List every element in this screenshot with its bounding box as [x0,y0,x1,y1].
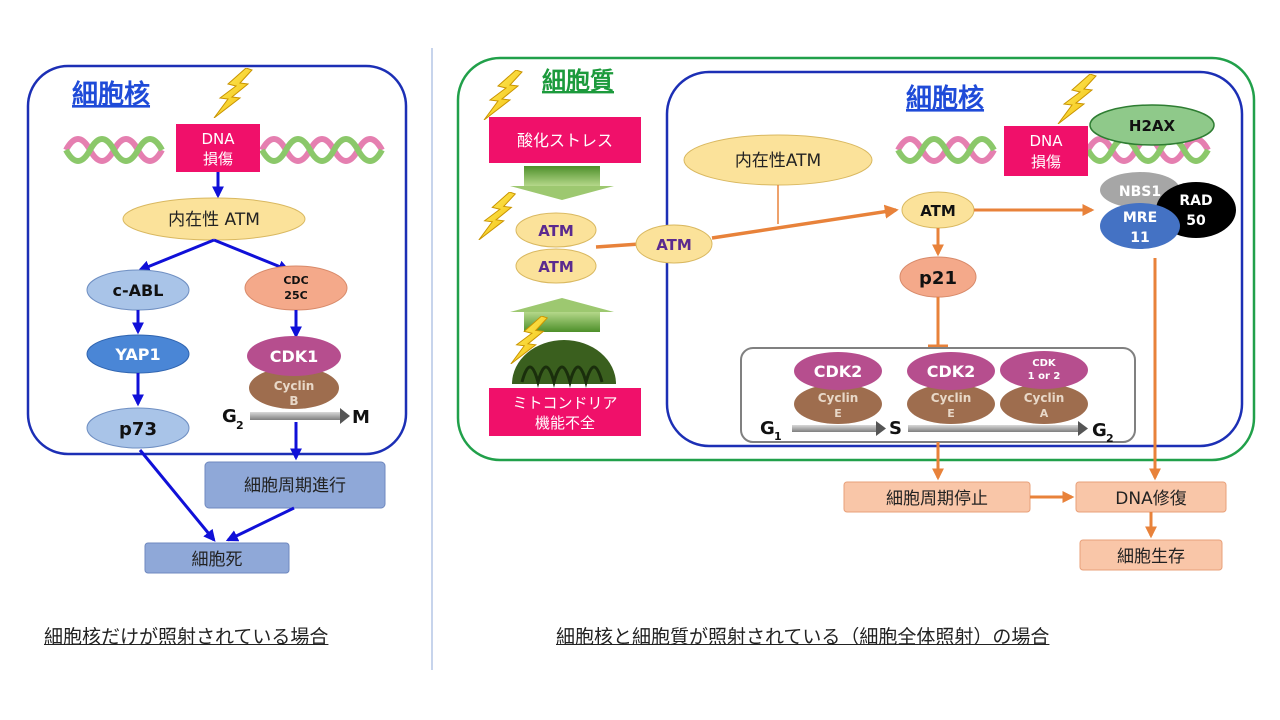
cdk-1or2-label-2: 1 or 2 [1028,371,1061,382]
dna-repair-label: DNA修復 [1115,489,1186,509]
m-label-left: M [352,407,370,428]
dna-damage-box-right [1004,126,1088,176]
cdk1-node [247,336,341,376]
cyclin-a-label-2: A [1040,407,1049,420]
cyclin-b-label-1: Cyclin [274,379,315,393]
mito-dysfunction-label-1: ミトコンドリア [512,394,617,412]
right-caption: 細胞核と細胞質が照射されている（細胞全体照射）の場合 [556,626,1050,648]
p73-node [86,407,190,449]
mre11-label-1: MRE [1123,210,1157,226]
dna-damage-label-1: DNA [201,130,235,148]
g2-sub-right: 2 [1106,432,1114,445]
cyclin-b-label-2: B [289,394,298,408]
g2-sub-left: 2 [236,419,244,432]
cdk2-b-node [907,352,995,390]
g2-label-left: G [222,406,237,427]
atm-bottom-node [515,248,597,284]
dna-damage-box [176,124,260,172]
atm-mid-label: ATM [656,236,692,254]
cell-cycle-progress-label: 細胞周期進行 [244,476,346,496]
p73-label: p73 [119,419,157,440]
mitochondria-icon [512,340,616,388]
cell-survival-label: 細胞生存 [1117,547,1185,567]
mre11-label-2: 11 [1130,230,1149,246]
dna-damage-label-2: 損傷 [203,150,233,168]
cyclin-e-b-label-2: E [947,407,955,420]
cdk2-a-node [794,352,882,390]
g1-label: G [760,418,775,439]
g2-label-right: G [1092,420,1107,441]
s-label: S [889,418,902,439]
oxidative-stress-label: 酸化ストレス [517,131,613,150]
dna-damage-right-label-2: 損傷 [1031,153,1061,171]
yap1-label: YAP1 [114,345,160,364]
endogenous-atm-label-right: 内在性ATM [735,151,821,171]
cytoplasm-title: 細胞質 [542,67,614,95]
cell-survival-box [1079,539,1223,571]
cell-cycle-arrest-label: 細胞周期停止 [886,489,988,509]
atm-mid-node [635,224,713,264]
atm-top-label: ATM [538,222,574,240]
cyclin-e-b-node [907,384,995,424]
h2ax-label: H2AX [1129,117,1176,135]
s-g2-bar [908,425,1078,432]
rad50-label-1: RAD [1179,193,1212,209]
atm-top-node [515,212,597,248]
p21-label: p21 [919,268,957,289]
nucleus-title-right: 細胞核 [906,83,984,114]
dna-helix-icon [63,136,385,164]
cyclin-e-a-label-1: Cyclin [818,391,859,405]
cell-death-label: 細胞死 [192,550,243,570]
cyclin-a-node [1000,384,1088,424]
cdk-1or2-label-1: CDK [1032,358,1057,369]
cdk1-label: CDK1 [270,347,319,366]
cdk-1or2-node [1000,351,1088,389]
cdc25c-label-1: CDC [283,274,308,287]
dna-damage-right-label-1: DNA [1029,132,1063,150]
atm-bottom-label: ATM [538,258,574,276]
mito-dysfunction-box [489,388,641,436]
rad50-label-2: 50 [1186,213,1206,229]
cyclin-e-a-node [794,384,882,424]
cdk2-a-label: CDK2 [814,362,863,381]
mito-dysfunction-label-2: 機能不全 [535,414,595,432]
cell-death-box [144,542,290,574]
cdc25c-label-2: 25C [284,289,307,302]
cyclin-e-b-label-1: Cyclin [931,391,972,405]
h2ax-node [1089,104,1215,146]
mre11-node [1100,203,1180,249]
g2-m-bar [250,412,340,420]
cdc25c-node [244,265,348,311]
atm-nucleus-label: ATM [920,202,956,220]
c-abl-label: c-ABL [113,281,164,300]
cdk2-b-label: CDK2 [927,362,976,381]
g1-s-bar [792,425,876,432]
endogenous-atm-label: 内在性 ATM [168,210,260,230]
nbs1-label: NBS1 [1119,184,1161,200]
cyclin-e-a-label-2: E [834,407,842,420]
oxidative-stress-box [489,117,641,163]
nucleus-title-left: 細胞核 [72,79,150,110]
cyclin-a-label-1: Cyclin [1024,391,1065,405]
down-arrow-icon [510,166,614,200]
cell-cycle-progress-box [204,461,386,509]
left-caption: 細胞核だけが照射されている場合 [44,626,329,648]
g1-sub: 1 [774,430,782,443]
cyclin-b-node [249,367,339,409]
